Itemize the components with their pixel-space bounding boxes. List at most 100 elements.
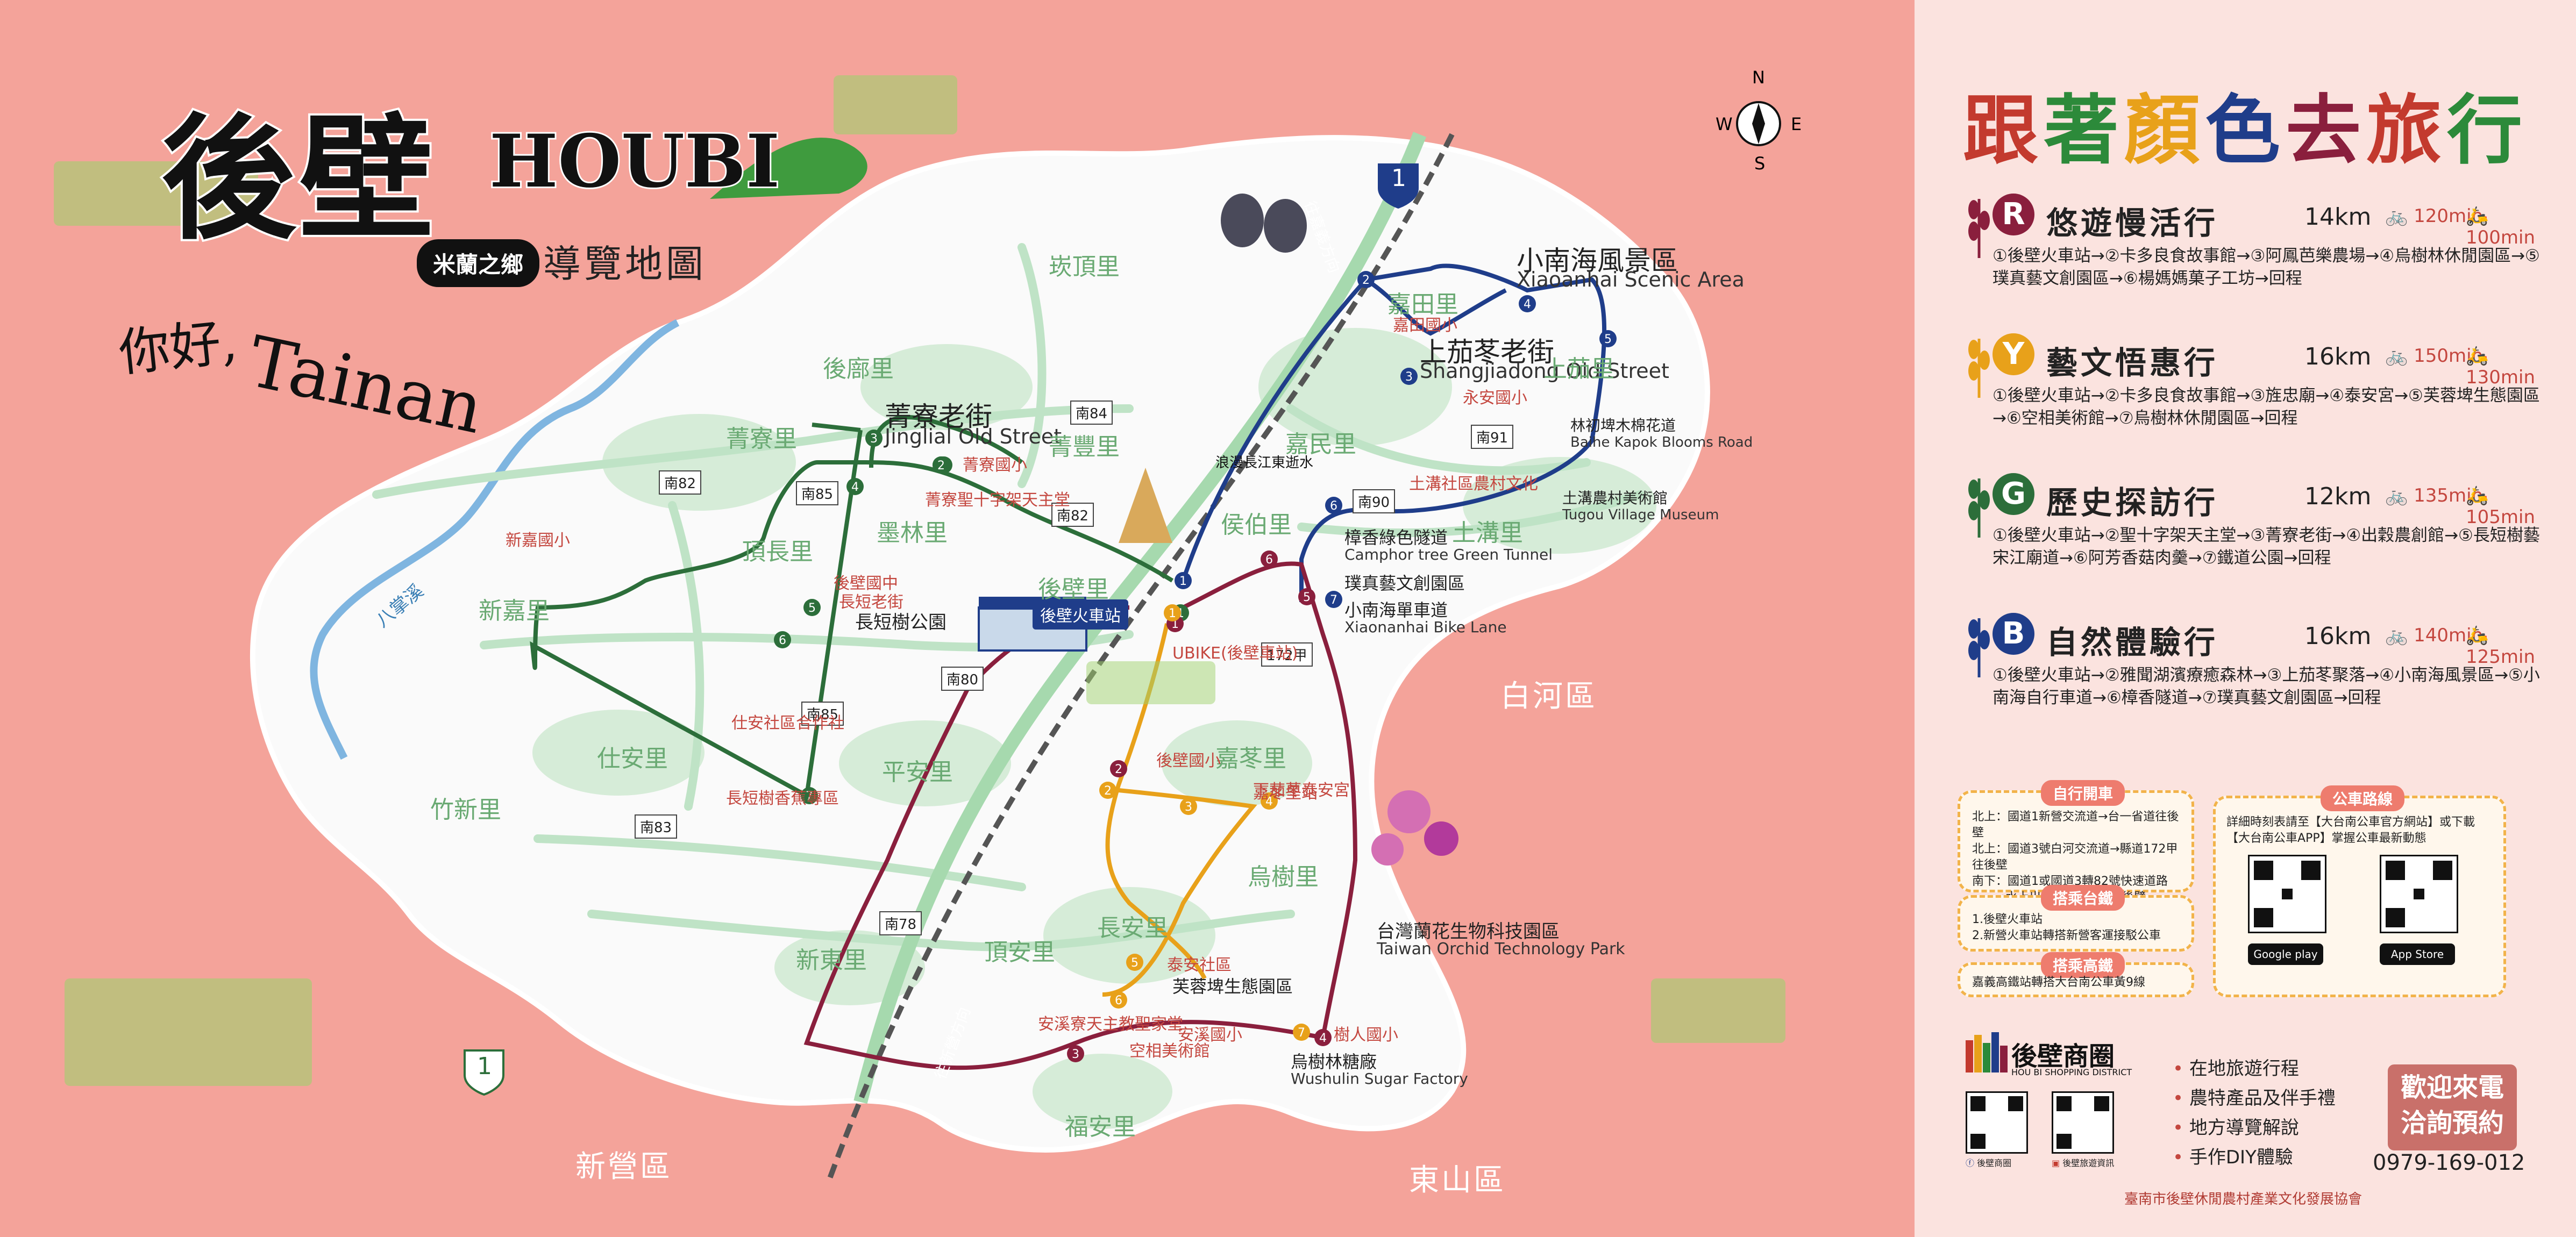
- map-subtitle: 導覽地圖: [543, 242, 707, 286]
- google-play-button[interactable]: Google play: [2248, 943, 2323, 965]
- route-card-b[interactable]: B 自然體驗行 16km 🚲 140min 🛵 125min ①後壁火車站→②雅…: [1960, 613, 2552, 720]
- poi-label: 仕安社區合作社: [731, 714, 844, 733]
- village-label: 福安里: [1065, 1113, 1136, 1141]
- svg-text:5: 5: [808, 602, 816, 615]
- box-tag: 公車路線: [2321, 785, 2405, 811]
- road-label: 南80: [941, 667, 984, 691]
- route-card-y[interactable]: Y 藝文悟惠行 16km 🚲 150min 🛵 130min ①後壁火車站→②卡…: [1960, 333, 2552, 441]
- poi-label: 菁寮國小: [963, 456, 1027, 475]
- place-orchid-en: Taiwan Orchid Technology Park: [1377, 940, 1625, 959]
- place-xiaonanhai-zh[interactable]: 小南海風景區: [1517, 245, 1678, 276]
- svg-text:6: 6: [1115, 994, 1122, 1007]
- route-stops: ①後壁火車站→②卡多良食故事館→③旌忠廟→④泰安宮→⑤芙蓉埤生態園區→⑥空相美術…: [1993, 386, 2540, 428]
- phone-number[interactable]: 0979-169-012: [2373, 1150, 2525, 1175]
- svg-text:4: 4: [1319, 1032, 1327, 1045]
- box-text: 1.後壁火車站 2.新營火車站轉搭新營客運接駁公車: [1972, 913, 2161, 942]
- app-store-button[interactable]: App Store: [2380, 943, 2455, 965]
- place-bikelane-en: Xiaonanhai Bike Lane: [1344, 618, 1507, 636]
- place-tugou-zh[interactable]: 土溝農村美術館: [1562, 489, 1668, 507]
- svg-text:7: 7: [1298, 1026, 1305, 1040]
- route-name: 自然體驗行: [2046, 624, 2219, 661]
- village-label: 新東里: [796, 947, 867, 974]
- district-label: 白河區: [1500, 679, 1597, 714]
- place-tugou-en: Tugou Village Museum: [1562, 507, 1719, 523]
- poi-label: 土溝社區農村文化: [1409, 475, 1538, 494]
- wheat-icon: [1968, 339, 1990, 398]
- village-label: 崁頂里: [1049, 253, 1120, 281]
- place-wushulin-en: Wushulin Sugar Factory: [1291, 1070, 1468, 1088]
- svg-text:7: 7: [806, 790, 813, 803]
- service-item: 地方導覽解說: [2173, 1113, 2299, 1139]
- route-scooter-time: 🛵 105min: [2466, 485, 2536, 528]
- poi-label: UBIKE(後壁車站): [1172, 644, 1298, 663]
- place-shangjiadong-en: Shangjiadong Old Street: [1420, 359, 1669, 383]
- district-label: 新營區: [575, 1149, 672, 1184]
- village-label: 嘉民里: [1285, 431, 1356, 458]
- qr-code-apple[interactable]: [2380, 855, 2458, 933]
- svg-text:1: 1: [1179, 575, 1187, 588]
- qr-code-website[interactable]: [2052, 1091, 2114, 1154]
- svg-text:7: 7: [1330, 594, 1337, 607]
- poi-label: 安溪國小: [1178, 1026, 1242, 1045]
- wheat-icon: [1968, 618, 1990, 677]
- poi-label: 菁寮聖十字架天主堂: [925, 491, 1070, 510]
- route-blue-loop: [1364, 277, 1507, 336]
- svg-text:5: 5: [1303, 591, 1311, 604]
- route-card-g[interactable]: G 歷史探訪行 12km 🚲 135min 🛵 105min ①後壁火車站→②聖…: [1960, 473, 2552, 581]
- place-orchid-zh[interactable]: 台灣蘭花生物科技園區: [1377, 921, 1560, 942]
- call-line-1: 歡迎來電: [2400, 1072, 2504, 1103]
- village-label: 平安里: [882, 759, 953, 786]
- map-panel: 1 2 3 4 5 6 7 1 1: [54, 67, 1802, 1198]
- place-wushulin-zh[interactable]: 烏樹林糖廠: [1291, 1052, 1377, 1072]
- place-camphor-zh[interactable]: 樟香綠色隧道: [1344, 527, 1448, 548]
- svg-text:2: 2: [937, 459, 945, 473]
- poi-label: 新嘉國小: [506, 531, 570, 550]
- village-label: 新嘉里: [479, 597, 550, 625]
- call-box[interactable]: 歡迎來電 洽詢預約: [2388, 1064, 2517, 1150]
- svg-text:4: 4: [1524, 298, 1531, 311]
- route-scooter-time: 🛵 125min: [2466, 625, 2536, 668]
- village-label: 菁豐里: [1049, 433, 1120, 461]
- brand-name-en: HOU BI SHOPPING DISTRICT: [2011, 1067, 2132, 1077]
- route-badge: B: [1993, 613, 2034, 655]
- road-label: 南82: [1051, 503, 1094, 527]
- village-label: 烏樹里: [1248, 863, 1319, 891]
- road-label: 南90: [1353, 489, 1396, 513]
- road-label: 172甲: [1261, 642, 1313, 667]
- compass-icon: [1736, 101, 1781, 146]
- route-scooter-time: 🛵 130min: [2466, 345, 2536, 388]
- greeting-zh: 你好,: [116, 312, 240, 384]
- svg-text:2: 2: [1115, 763, 1122, 776]
- place-kapok-en: Baihe Kapok Blooms Road: [1570, 434, 1753, 451]
- route-scooter-time: 🛵 100min: [2466, 205, 2536, 248]
- poi-label: 嘉苳里站: [1253, 784, 1318, 803]
- svg-text:6: 6: [1330, 499, 1337, 513]
- bus-box: 公車路線 詳細時刻表請至【大台南公車官方網站】或下載【大台南公車APP】掌握公車…: [2213, 785, 2506, 997]
- qr-code-google[interactable]: [2248, 855, 2326, 933]
- svg-text:5: 5: [1604, 333, 1612, 346]
- svg-text:3: 3: [1072, 1048, 1079, 1061]
- facebook-label: ⓕ 後壁商圈: [1966, 1158, 2012, 1168]
- district-label: 東山區: [1409, 1163, 1506, 1198]
- qr-code-facebook[interactable]: [1966, 1091, 2028, 1154]
- place-jingliao-zh[interactable]: 菁寮老街: [885, 401, 992, 432]
- village-label: 仕安里: [597, 745, 668, 773]
- village-label: 長安里: [1097, 914, 1168, 942]
- village-label: 土溝里: [1452, 519, 1523, 547]
- route-card-r[interactable]: R 悠遊慢活行 14km 🚲 120min 🛵 100min ①後壁火車站→②卡…: [1960, 194, 2552, 301]
- route-distance: 12km: [2304, 483, 2372, 510]
- place-bikelane-zh[interactable]: 小南海單車道: [1344, 600, 1448, 620]
- call-line-2: 洽詢預約: [2400, 1108, 2504, 1138]
- poi-label: 空相美術館: [1129, 1042, 1210, 1061]
- place-xiaonanhai-en: Xiaoanhai Scenic Area: [1517, 268, 1745, 291]
- svg-text:6: 6: [779, 634, 786, 647]
- road-label: 南82: [659, 470, 702, 495]
- place-changduanshu-zh[interactable]: 長短樹公園: [855, 612, 947, 633]
- compass-e: E: [1791, 114, 1802, 134]
- svg-text:3: 3: [1405, 370, 1413, 384]
- village-label: 嘉苳里: [1215, 745, 1286, 773]
- place-shangjiadong-zh[interactable]: 上茄苳老街: [1420, 337, 1554, 368]
- route-badge: G: [1993, 473, 2034, 515]
- station-label[interactable]: 後壁火車站: [1033, 599, 1128, 630]
- place-kapok-zh[interactable]: 林初埤木棉花道: [1570, 417, 1676, 434]
